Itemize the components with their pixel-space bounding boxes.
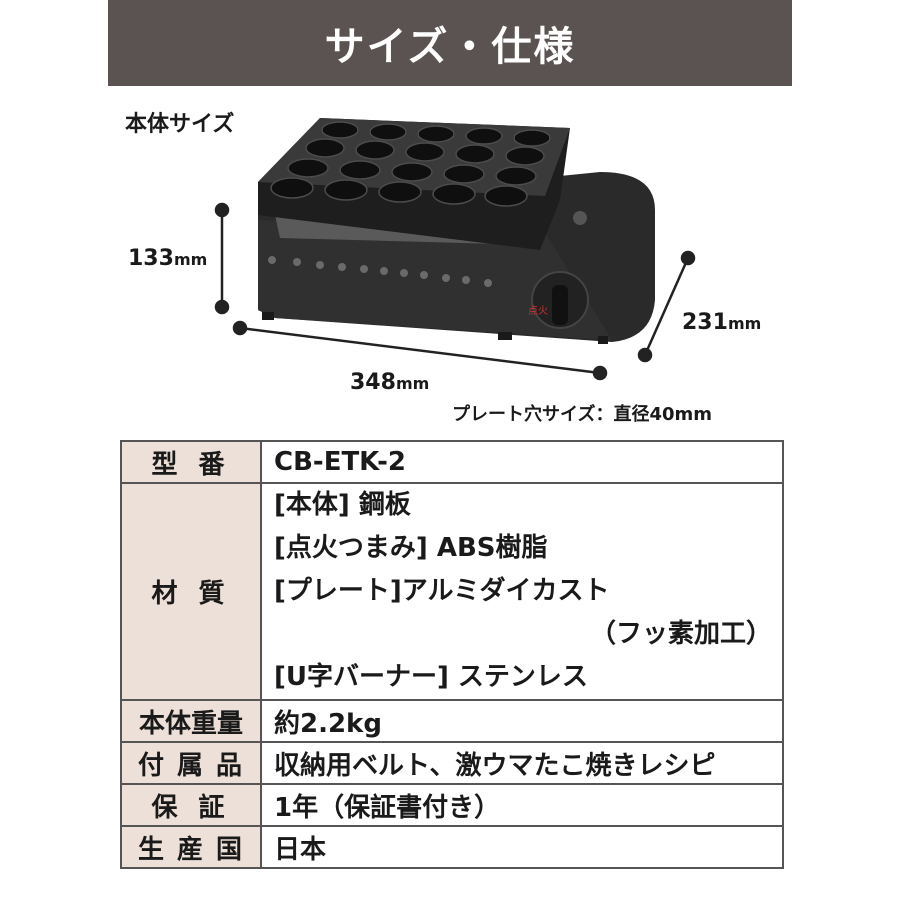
- height-value: 133: [128, 246, 174, 271]
- height-unit: mm: [173, 250, 208, 269]
- material-line: [点火つまみ] ABS樹脂: [274, 533, 548, 563]
- spec-value: 約2.2kg: [260, 699, 784, 743]
- spec-label: 型 番: [120, 440, 262, 484]
- spec-row-model: 型 番 CB-ETK-2: [120, 440, 784, 484]
- spec-row-material: 材 質 [本体] 鋼板 [点火つまみ] ABS樹脂 [プレート]アルミダイカスト…: [120, 482, 784, 701]
- plate-hole-size: プレート穴サイズ：直径40mm: [452, 404, 713, 425]
- spec-value: 1年（保証書付き）: [260, 783, 784, 827]
- ignition-label: 点火: [528, 305, 548, 317]
- dimension-lines: [214, 202, 696, 381]
- material-line: [プレート]アルミダイカスト: [274, 576, 610, 606]
- height-dimension: 133mm: [128, 246, 207, 271]
- spec-row-weight: 本体重量 約2.2kg: [120, 699, 784, 743]
- spec-row-origin: 生 産 国 日本: [120, 825, 784, 869]
- spec-row-warranty: 保 証 1年（保証書付き）: [120, 783, 784, 827]
- depth-value: 231: [682, 310, 728, 335]
- spec-label: 保 証: [120, 783, 262, 827]
- spec-label: 本体重量: [120, 699, 262, 743]
- material-values: [本体] 鋼板 [点火つまみ] ABS樹脂 [プレート]アルミダイカスト （フッ…: [260, 482, 784, 701]
- size-label: 本体サイズ: [125, 112, 235, 137]
- spec-table: 型 番 CB-ETK-2 材 質 [本体] 鋼板 [点火つまみ] ABS樹脂 […: [120, 440, 784, 869]
- width-value: 348: [350, 370, 396, 395]
- stove-body: 点火: [258, 172, 655, 344]
- takoyaki-plate: [258, 118, 570, 250]
- spec-value: 収納用ベルト、激ウマたこ焼きレシピ: [260, 741, 784, 785]
- width-dimension: 348mm: [350, 370, 429, 395]
- spec-label: 材 質: [120, 482, 262, 701]
- spec-value: CB-ETK-2: [260, 440, 784, 484]
- depth-unit: mm: [727, 314, 762, 333]
- spec-value: 日本: [260, 825, 784, 869]
- page-title: サイズ・仕様: [324, 24, 576, 70]
- material-line: [U字バーナー] ステンレス: [274, 662, 588, 692]
- spec-label: 付 属 品: [120, 741, 262, 785]
- header-bar: サイズ・仕様: [108, 0, 792, 86]
- product-image: 点火: [214, 118, 696, 381]
- material-line: [本体] 鋼板: [274, 490, 411, 520]
- spec-label: 生 産 国: [120, 825, 262, 869]
- width-unit: mm: [395, 374, 430, 393]
- depth-dimension: 231mm: [682, 310, 761, 335]
- material-line: （フッ素加工）: [589, 619, 772, 649]
- spec-row-accessories: 付 属 品 収納用ベルト、激ウマたこ焼きレシピ: [120, 741, 784, 785]
